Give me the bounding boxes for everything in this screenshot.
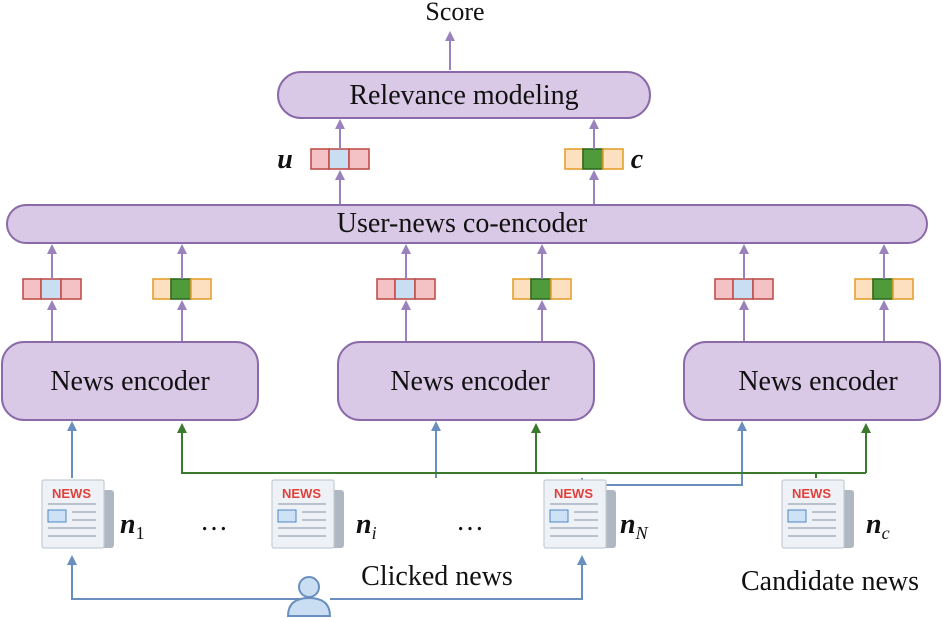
news-doc-1: NEWS: [41, 479, 115, 549]
news-encoder-box-3: [683, 341, 941, 421]
news-encoder-label-3: News encoder: [738, 366, 898, 397]
news-encoder-box-2: [337, 341, 595, 421]
doc-label-nN: nN: [620, 509, 649, 543]
news-encoder-label-1: News encoder: [50, 366, 210, 397]
group2-candidate-vector: [512, 278, 572, 300]
doc-label-nc: nc: [866, 509, 890, 543]
score-label: Score: [425, 0, 484, 26]
news-doc-N-badge: NEWS: [554, 486, 593, 501]
clicked-news-label: Clicked news: [361, 561, 513, 592]
news-encoder-box-1: [1, 341, 259, 421]
news-doc-N: NEWS: [543, 479, 617, 549]
candidate-news-label: Candidate news: [741, 566, 919, 597]
group1-candidate-vector: [152, 278, 212, 300]
news-doc-i: NEWS: [271, 479, 345, 549]
news-encoder-label-2: News encoder: [390, 366, 550, 397]
news-doc-i-badge: NEWS: [282, 486, 321, 501]
user-vector: [310, 148, 370, 170]
candidate-to-encoder1-arrow: [177, 423, 817, 478]
group2-user-vector: [376, 278, 436, 300]
relevance-modeling-label: Relevance modeling: [349, 80, 578, 111]
user-icon: [286, 576, 332, 617]
ellipsis-2: …: [456, 506, 484, 537]
doc-label-ni: ni: [356, 509, 377, 543]
news-doc-c-badge: NEWS: [792, 486, 831, 501]
user-vector-label: u: [277, 144, 293, 175]
candidate-vector-label: c: [631, 144, 644, 175]
co-encoder-label: User-news co-encoder: [337, 208, 588, 239]
group3-candidate-vector: [854, 278, 914, 300]
co-encoder-box: [6, 204, 928, 244]
ellipsis-1: …: [200, 506, 228, 537]
relevance-modeling-box: [277, 71, 651, 119]
doc-label-n1: n1: [120, 509, 145, 543]
user-to-nN-arrow: [330, 555, 587, 600]
candidate-vector: [564, 148, 624, 170]
group1-user-vector: [22, 278, 82, 300]
news-doc-1-badge: NEWS: [52, 486, 91, 501]
user-to-n1-arrow: [67, 555, 300, 600]
group3-user-vector: [714, 278, 774, 300]
news-doc-c: NEWS: [781, 479, 855, 549]
